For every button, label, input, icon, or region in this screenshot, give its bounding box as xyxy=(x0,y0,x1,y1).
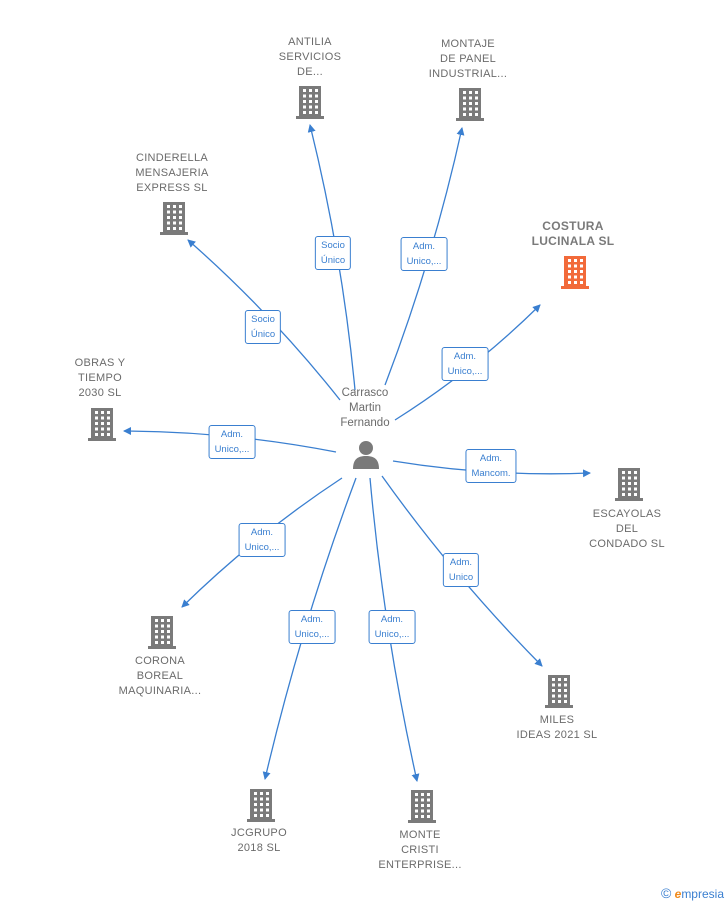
building-icon[interactable] xyxy=(455,86,485,122)
edge-label-obras[interactable]: Adm.Unico,... xyxy=(208,425,256,459)
building-icon[interactable] xyxy=(295,84,325,120)
building-icon[interactable] xyxy=(147,614,177,650)
building-icon[interactable] xyxy=(614,466,644,502)
building-icon[interactable] xyxy=(560,254,590,290)
building-icon[interactable] xyxy=(407,788,437,824)
building-icon[interactable] xyxy=(159,200,189,236)
edge-label-jcgrupo[interactable]: Adm.Unico,... xyxy=(288,610,336,644)
edge-label-escayolas[interactable]: Adm.Mancom. xyxy=(465,449,517,483)
edge-label-montaje[interactable]: Adm.Unico,... xyxy=(400,237,448,271)
edge-label-costura[interactable]: Adm.Unico,... xyxy=(441,347,489,381)
center-person-name[interactable]: Carrasco Martin Fernando xyxy=(340,387,390,429)
person-icon[interactable] xyxy=(352,440,380,470)
edge-label-corona[interactable]: Adm.Unico,... xyxy=(238,523,286,557)
edge-label-monte[interactable]: Adm.Unico,... xyxy=(368,610,416,644)
footer-brand: © empresia xyxy=(660,885,724,901)
building-icon[interactable] xyxy=(246,787,276,823)
building-icon[interactable] xyxy=(544,673,574,709)
building-icon[interactable] xyxy=(87,406,117,442)
edge-label-miles[interactable]: Adm.Unico xyxy=(442,553,480,587)
